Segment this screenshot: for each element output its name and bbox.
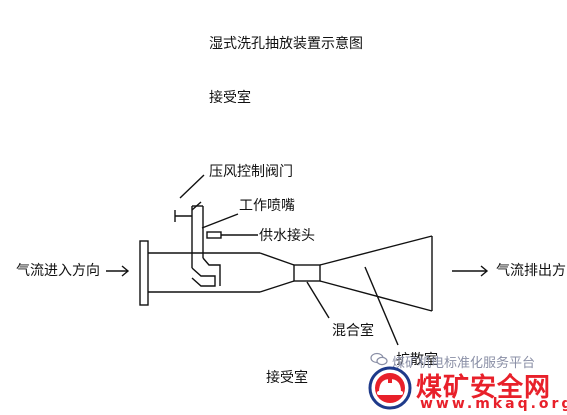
receiving-chamber [148,252,260,293]
inlet-arrow [106,265,130,277]
brand-url: www.mkaq.org [420,396,567,412]
pressure-valve-label: 压风控制阀门 [209,164,293,180]
wechat-icon [370,352,388,366]
work-nozzle-label: 工作喷嘴 [239,198,295,214]
outlet-arrow [452,265,489,277]
diffuser-label: 扩散室 [396,352,438,368]
inlet-direction-label: 气流进入方向 [16,263,100,279]
brand-name: 煤矿安全网 [416,373,552,403]
work-nozzle [206,231,258,239]
convergent-section [259,252,295,293]
hardhat-logo-icon [368,366,412,410]
water-joint-label: 供水接头 [259,228,315,244]
mixing-chamber-label: 混合室 [332,323,374,339]
top-receiving-chamber-label: 接受室 [209,90,251,106]
bottom-receiving-chamber-label: 接受室 [266,370,308,386]
diffuser [319,235,433,312]
outlet-direction-label: 气流排出方向 [496,263,567,279]
pressure-valve [174,201,221,287]
platform-watermark: 煤矿机电标准化服务平台 [392,356,536,371]
mixing-chamber [293,264,321,282]
diagram-title: 湿式洗孔抽放装置示意图 [209,36,363,52]
inlet-flange [139,240,149,306]
